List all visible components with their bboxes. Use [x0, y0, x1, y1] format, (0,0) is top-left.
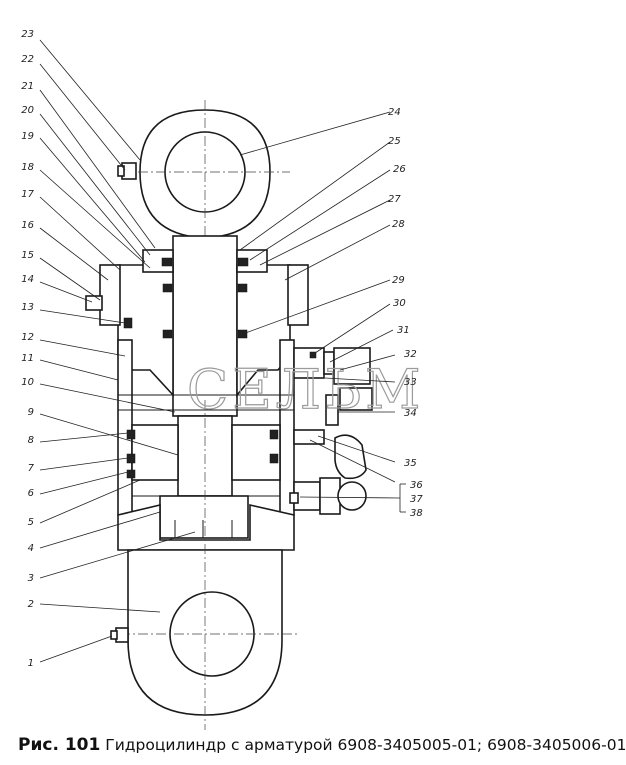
- grease-fitting-bottom: [110, 627, 129, 643]
- callout-16: 16: [21, 220, 34, 231]
- leader-lines-right: [239, 111, 406, 513]
- figure-label: Рис. 101: [18, 735, 101, 755]
- callout-12: 12: [21, 332, 34, 343]
- callout-1: 1: [28, 658, 34, 669]
- callout-32: 32: [404, 349, 417, 360]
- callout-28: 28: [392, 219, 405, 230]
- callout-33: 33: [404, 377, 417, 388]
- callout-17: 17: [21, 189, 34, 200]
- callout-34: 34: [404, 408, 417, 419]
- callout-15: 15: [21, 250, 34, 261]
- callout-22: 22: [21, 54, 34, 65]
- hydraulic-cylinder-drawing: СЕЛЬМ: [21, 29, 424, 730]
- callout-9: 9: [28, 407, 34, 418]
- callout-11: 11: [21, 353, 34, 364]
- upper-port-fitting: [293, 347, 373, 426]
- callout-19: 19: [21, 131, 34, 142]
- top-rod-eye: [120, 100, 290, 250]
- grease-fitting-top: [117, 162, 137, 180]
- callout-8: 8: [28, 435, 34, 446]
- callout-29: 29: [392, 275, 405, 286]
- callout-30: 30: [393, 298, 406, 309]
- callout-38: 38: [410, 508, 423, 519]
- callout-35: 35: [404, 458, 417, 469]
- lower-port-fitting: [289, 477, 367, 515]
- callout-14: 14: [21, 274, 34, 285]
- callout-26: 26: [393, 164, 406, 175]
- callout-23: 23: [21, 29, 34, 40]
- figure-caption: Рис. 101 Гидроцилиндр с арматурой 6908-3…: [18, 735, 626, 755]
- piston-nut: [159, 495, 249, 539]
- callout-24: 24: [388, 107, 401, 118]
- callout-4: 4: [28, 543, 34, 554]
- hydraulic-pipe: [293, 429, 367, 480]
- callout-31: 31: [397, 325, 410, 336]
- callout-36: 36: [410, 480, 423, 491]
- callout-37: 37: [410, 494, 423, 505]
- callout-5: 5: [28, 517, 34, 528]
- callouts-left: 23 22 21 20 19 18 17 16 15 14 13 12 11 1…: [21, 29, 34, 669]
- callout-21: 21: [21, 81, 34, 92]
- callouts-right: 24 25 26 27 28 29 30 31 32 33 34 35 36 3…: [388, 107, 423, 519]
- callout-25: 25: [388, 136, 401, 147]
- callout-3: 3: [28, 573, 34, 584]
- callout-10: 10: [21, 377, 34, 388]
- piston-rod: [172, 235, 238, 497]
- callout-13: 13: [21, 302, 34, 313]
- leader-lines-left: [39, 39, 196, 663]
- callout-20: 20: [21, 105, 34, 116]
- figure-title: Гидроцилиндр с арматурой 6908-3405005-01…: [105, 736, 626, 754]
- callout-2: 2: [28, 599, 34, 610]
- cylinder-head: [85, 249, 309, 398]
- callout-18: 18: [21, 162, 34, 173]
- callout-7: 7: [28, 463, 35, 474]
- callout-27: 27: [388, 194, 401, 205]
- watermark: СЕЛЬМ: [187, 358, 424, 421]
- callout-6: 6: [28, 488, 34, 499]
- bottom-eye: [120, 400, 300, 730]
